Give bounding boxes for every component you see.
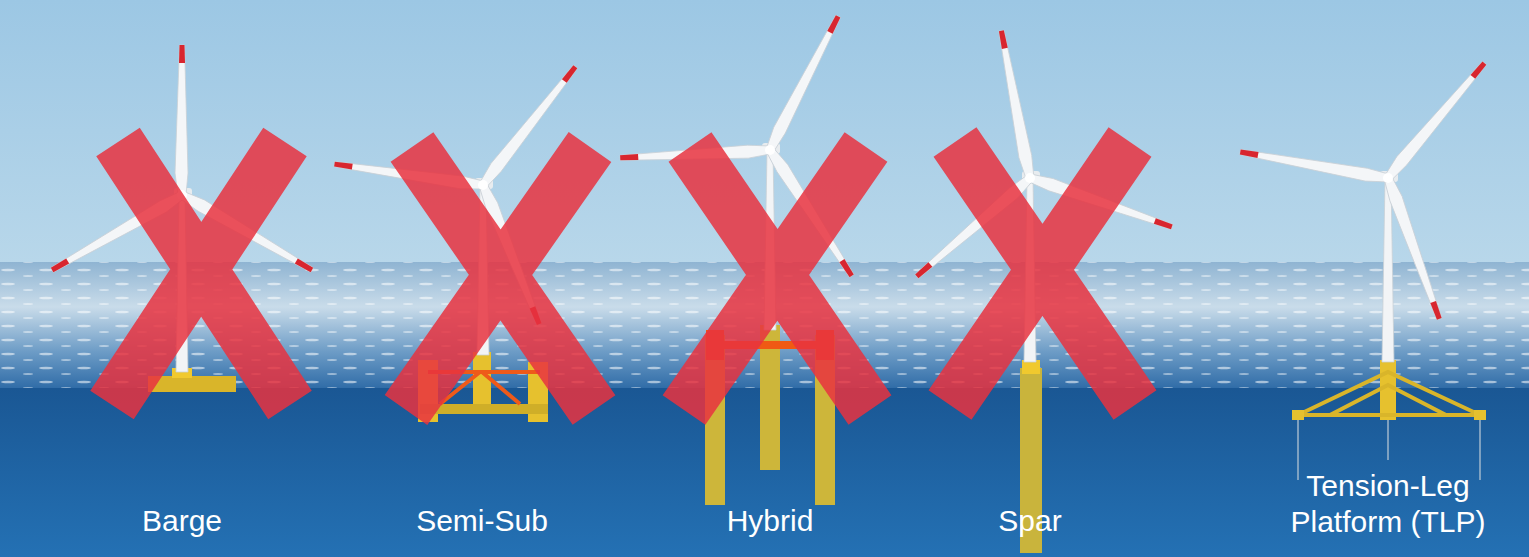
label-holder: Semi-Sub [416,503,548,539]
label-holder: Hybrid [727,503,814,539]
platform-label: Spar [998,503,1061,539]
platform-label: Hybrid [727,503,814,539]
platform-label: Tension-Leg Platform (TLP) [1278,468,1498,540]
label-holder: Tension-Leg Platform (TLP) [1278,468,1498,540]
label-holder: Spar [998,503,1061,539]
platform-label: Semi-Sub [416,503,548,539]
cross-mark [112,142,1135,410]
platform-label: Barge [142,503,222,539]
label-holder: Barge [142,503,222,539]
